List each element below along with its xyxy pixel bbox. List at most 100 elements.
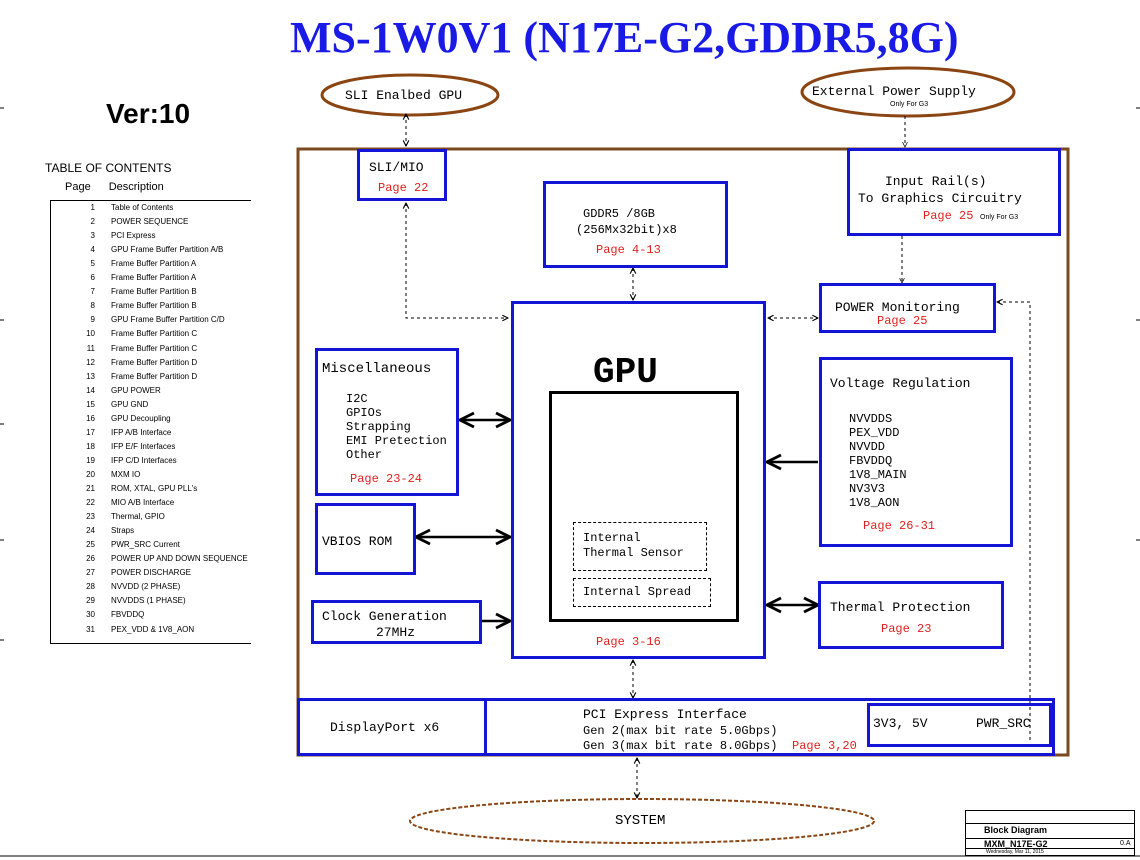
toc-page-number: 1 <box>90 203 95 212</box>
toc-page-number: 3 <box>90 231 95 241</box>
misc-title: Miscellaneous <box>322 361 432 377</box>
toc-description: Frame Buffer Partition B <box>111 301 197 311</box>
vbios-rom-label: VBIOS ROM <box>322 534 393 549</box>
displayport-label: DisplayPort x6 <box>330 720 440 735</box>
toc-page-number: 7 <box>90 287 95 297</box>
toc-col-description: Description <box>108 181 164 193</box>
toc-page-number: 10 <box>86 329 95 339</box>
pcie-gen2: Gen 2(max bit rate 5.0Gbps) <box>583 724 778 738</box>
sli-mio-label: SLI/MIO <box>369 160 424 175</box>
toc-page-number: 14 <box>86 385 95 395</box>
toc-description: Frame Buffer Partition D <box>111 357 198 367</box>
toc-page-number: 13 <box>86 371 95 381</box>
internal-spread-label: Internal Spread <box>583 585 692 599</box>
toc-page-number: 4 <box>90 245 95 255</box>
misc-item: I2C <box>346 392 368 406</box>
toc-description: MXM IO <box>111 469 141 479</box>
gddr5-page: Page 4-13 <box>596 243 661 257</box>
toc-description: Frame Buffer Partition A <box>111 259 197 269</box>
toc-page-number: 31 <box>86 624 95 634</box>
toc-page-number: 5 <box>90 259 95 269</box>
toc-description: PWR_SRC Current <box>111 540 180 550</box>
toc-page-number: 28 <box>86 582 95 592</box>
vreg-item: NVVDD <box>849 440 886 454</box>
misc-page: Page 23-24 <box>350 472 423 486</box>
toc-description: GPU Decoupling <box>111 413 171 423</box>
toc-page-number: 27 <box>86 568 95 578</box>
toc-description: POWER SEQUENCE <box>111 217 189 227</box>
vreg-item: FBVDDQ <box>849 454 893 468</box>
title-block-doc: MXM_N17E-G2 <box>984 839 1048 849</box>
gpu-block: GPU Internal Thermal Sensor Internal Spr… <box>511 301 766 659</box>
toc-description: MIO A/B Interface <box>111 498 175 508</box>
toc-page-number: 24 <box>86 526 95 536</box>
toc-page-number: 6 <box>90 273 95 283</box>
toc-column-headers: Page Description <box>65 181 164 193</box>
vreg-items: NVVDDS PEX_VDD NVVDD FBVDDQ 1V8_MAIN NV3… <box>849 412 907 510</box>
toc-page-number: 26 <box>86 554 95 564</box>
toc-description: Frame Buffer Partition B <box>111 287 197 297</box>
vreg-item: PEX_VDD <box>849 426 900 440</box>
thermal-sensor-line1: Internal <box>583 531 641 545</box>
system-label: SYSTEM <box>615 813 666 829</box>
version-label: Ver:10 <box>106 98 191 129</box>
input-rail-line2: To Graphics Circuitry <box>858 191 1022 206</box>
toc-description: PCI Express <box>111 231 156 241</box>
toc-page-number: 15 <box>86 399 95 409</box>
toc-description: Thermal, GPIO <box>111 512 165 522</box>
external-power-label: External Power Supply <box>812 84 976 99</box>
toc-page-number: 17 <box>86 427 95 437</box>
toc-col-page: Page <box>65 181 91 193</box>
diagram-title: MS-1W0V1 (N17E-G2,GDDR5,8G) <box>290 13 959 62</box>
toc-description: Straps <box>111 526 135 536</box>
internal-thermal-sensor: Internal Thermal Sensor <box>573 522 707 571</box>
toc-description: NVVDD (2 PHASE) <box>111 582 181 592</box>
sli-enabled-gpu-label: SLI Enalbed GPU <box>345 88 463 103</box>
thermal-sensor-line2: Thermal Sensor <box>583 546 684 560</box>
toc-heading: TABLE OF CONTENTS <box>45 161 172 175</box>
misc-item: GPIOs <box>346 406 383 420</box>
vreg-item: 1V8_MAIN <box>849 468 907 482</box>
toc-description: IFP C/D Interfaces <box>111 455 177 465</box>
power-monitoring-label: POWER Monitoring <box>835 300 960 315</box>
toc-description: GPU POWER <box>111 385 161 395</box>
toc-page-number: 12 <box>86 357 95 367</box>
toc-description: GPU Frame Buffer Partition A/B <box>111 245 224 255</box>
toc-description: POWER UP AND DOWN SEQUENCE <box>111 554 248 564</box>
toc-page-number: 2 <box>90 217 95 227</box>
sli-mio-block: SLI/MIO Page 22 <box>357 149 447 201</box>
sli-ellipse-shape <box>320 73 500 117</box>
toc-page-number: 23 <box>86 512 95 522</box>
external-power-note: Only For G3 <box>890 101 929 108</box>
gddr5-memory-block: GDDR5 /8GB (256Mx32bit)x8 Page 4-13 <box>543 181 728 268</box>
toc-description: IFP A/B Interface <box>111 427 172 437</box>
title-block-date: Wednesday, Mar 11, 2015 <box>986 849 1044 855</box>
misc-items: I2C GPIOs Strapping EMI Pretection Other <box>346 392 447 462</box>
sli-mio-page: Page 22 <box>378 181 429 195</box>
misc-item: Strapping <box>346 420 411 434</box>
thermal-protection-label: Thermal Protection <box>830 600 971 615</box>
toc-description: IFP E/F Interfaces <box>111 441 176 451</box>
power-rails-label: 3V3, 5V <box>873 716 928 731</box>
clock-generation-label: Clock Generation <box>322 609 447 624</box>
misc-item: Other <box>346 448 383 462</box>
toc-page-number: 22 <box>86 498 95 508</box>
input-rail-line1: Input Rail(s) <box>885 174 987 189</box>
toc-page-number: 19 <box>86 455 95 465</box>
drawing-title-block: Block Diagram MXM_N17E-G2 0.A Wednesday,… <box>965 810 1135 856</box>
toc-page-number: 18 <box>86 441 95 451</box>
ext-power-ellipse-shape <box>800 66 1016 118</box>
toc-description: PEX_VDD & 1V8_AON <box>111 624 195 634</box>
toc-description: GPU GND <box>111 399 149 409</box>
input-rail-note: Only For G3 <box>980 214 1019 221</box>
title-block-label: Block Diagram <box>984 825 1048 835</box>
slimio-to-gpu-connector <box>406 203 508 318</box>
toc-description: ROM, XTAL, GPU PLL's <box>111 484 198 493</box>
gddr5-organization: (256Mx32bit)x8 <box>576 223 677 237</box>
toc-description: NVVDDS (1 PHASE) <box>111 596 186 606</box>
vreg-item: 1V8_AON <box>849 496 900 510</box>
toc-page-number: 20 <box>86 469 95 479</box>
toc-page-number: 21 <box>86 484 95 493</box>
vreg-item: NVVDDS <box>849 412 893 426</box>
